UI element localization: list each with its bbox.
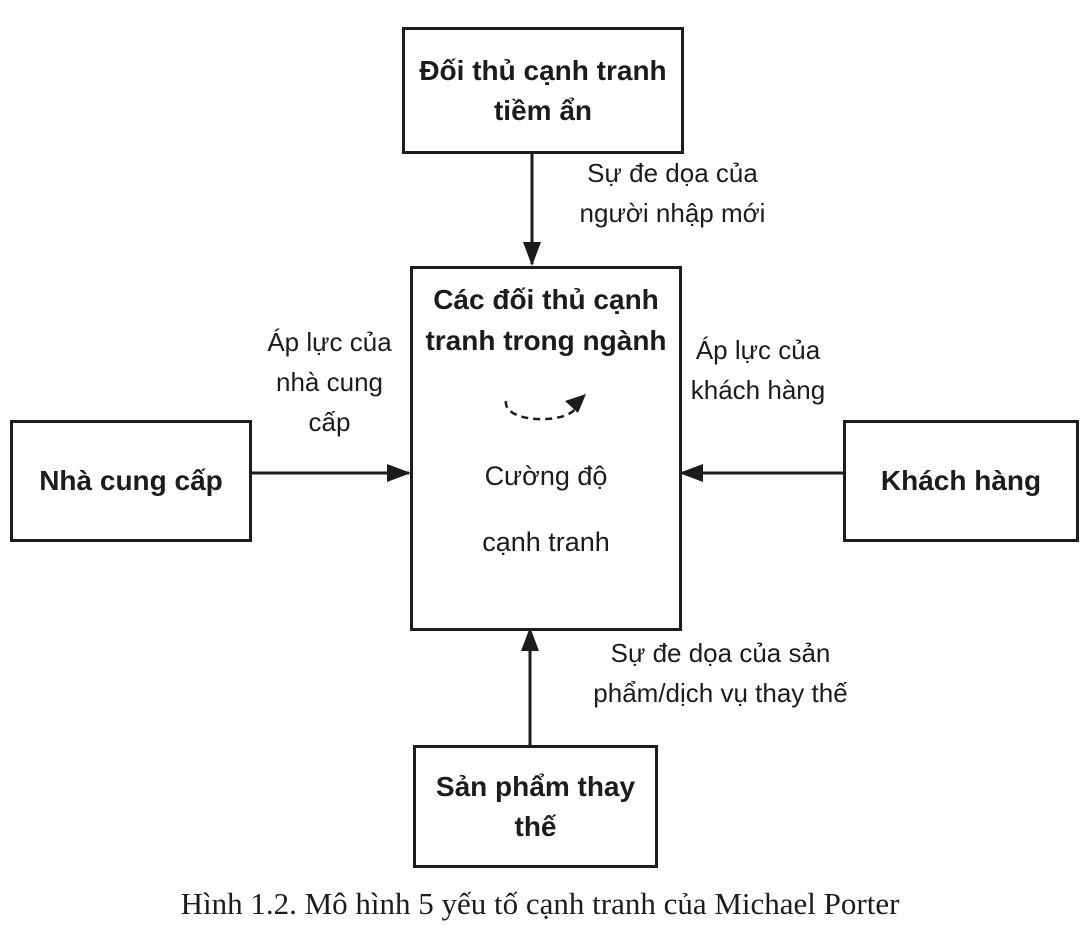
customer-pressure-label-line1: Áp lực của: [695, 335, 821, 365]
industry-competitors-title-line2: tranh trong ngành: [425, 325, 667, 356]
figure-caption: Hình 1.2. Mô hình 5 yếu tố cạnh tranh củ…: [180, 886, 900, 921]
suppliers-box: Nhà cung cấp: [10, 420, 252, 542]
threat-new-entrants-label: Sự đe dọa của người nhập mới: [550, 153, 795, 233]
potential-competitors-label-line2: tiềm ẩn: [493, 94, 593, 126]
customers-box: Khách hàng: [843, 420, 1079, 542]
supplier-pressure-label: Áp lực của nhà cung cấp: [252, 322, 407, 442]
substitute-threat-label: Sự đe dọa của sản phẩm/dịch vụ thay thế: [553, 633, 888, 713]
supplier-pressure-label-line3: cấp: [308, 407, 351, 437]
rivalry-intensity-line1: Cường độ: [484, 461, 608, 491]
threat-new-entrants-label-line1: Sự đe dọa của: [587, 158, 758, 188]
industry-competitors-title-line1: Các đối thủ cạnh: [433, 284, 659, 315]
customer-pressure-label-line2: khách hàng: [690, 375, 826, 405]
substitutes-label-line2: thế: [514, 810, 557, 842]
customers-label: Khách hàng: [880, 465, 1042, 496]
suppliers-label: Nhà cung cấp: [39, 465, 223, 496]
potential-competitors-box: Đối thủ cạnh tranh tiềm ẩn: [402, 27, 684, 154]
substitute-threat-label-line2: phẩm/dịch vụ thay thế: [593, 678, 848, 708]
substitute-threat-label-line1: Sự đe dọa của sản: [610, 638, 831, 668]
substitutes-label-line1: Sản phẩm thay: [435, 770, 636, 802]
supplier-pressure-label-line2: nhà cung: [276, 367, 383, 397]
substitutes-box: Sản phẩm thay thế: [413, 745, 658, 868]
industry-competitors-box: Các đối thủ cạnh tranh trong ngành Cường…: [410, 266, 682, 631]
potential-competitors-label-line1: Đối thủ cạnh tranh: [419, 54, 667, 86]
threat-new-entrants-label-line2: người nhập mới: [579, 198, 766, 228]
industry-competitors-title: Các đối thủ cạnh tranh trong ngành: [413, 279, 679, 361]
supplier-pressure-label-line1: Áp lực của: [267, 327, 392, 357]
customer-pressure-label: Áp lực của khách hàng: [678, 330, 838, 410]
rotation-arrow-icon: [504, 394, 586, 421]
rivalry-intensity-line2: cạnh tranh: [482, 527, 610, 557]
